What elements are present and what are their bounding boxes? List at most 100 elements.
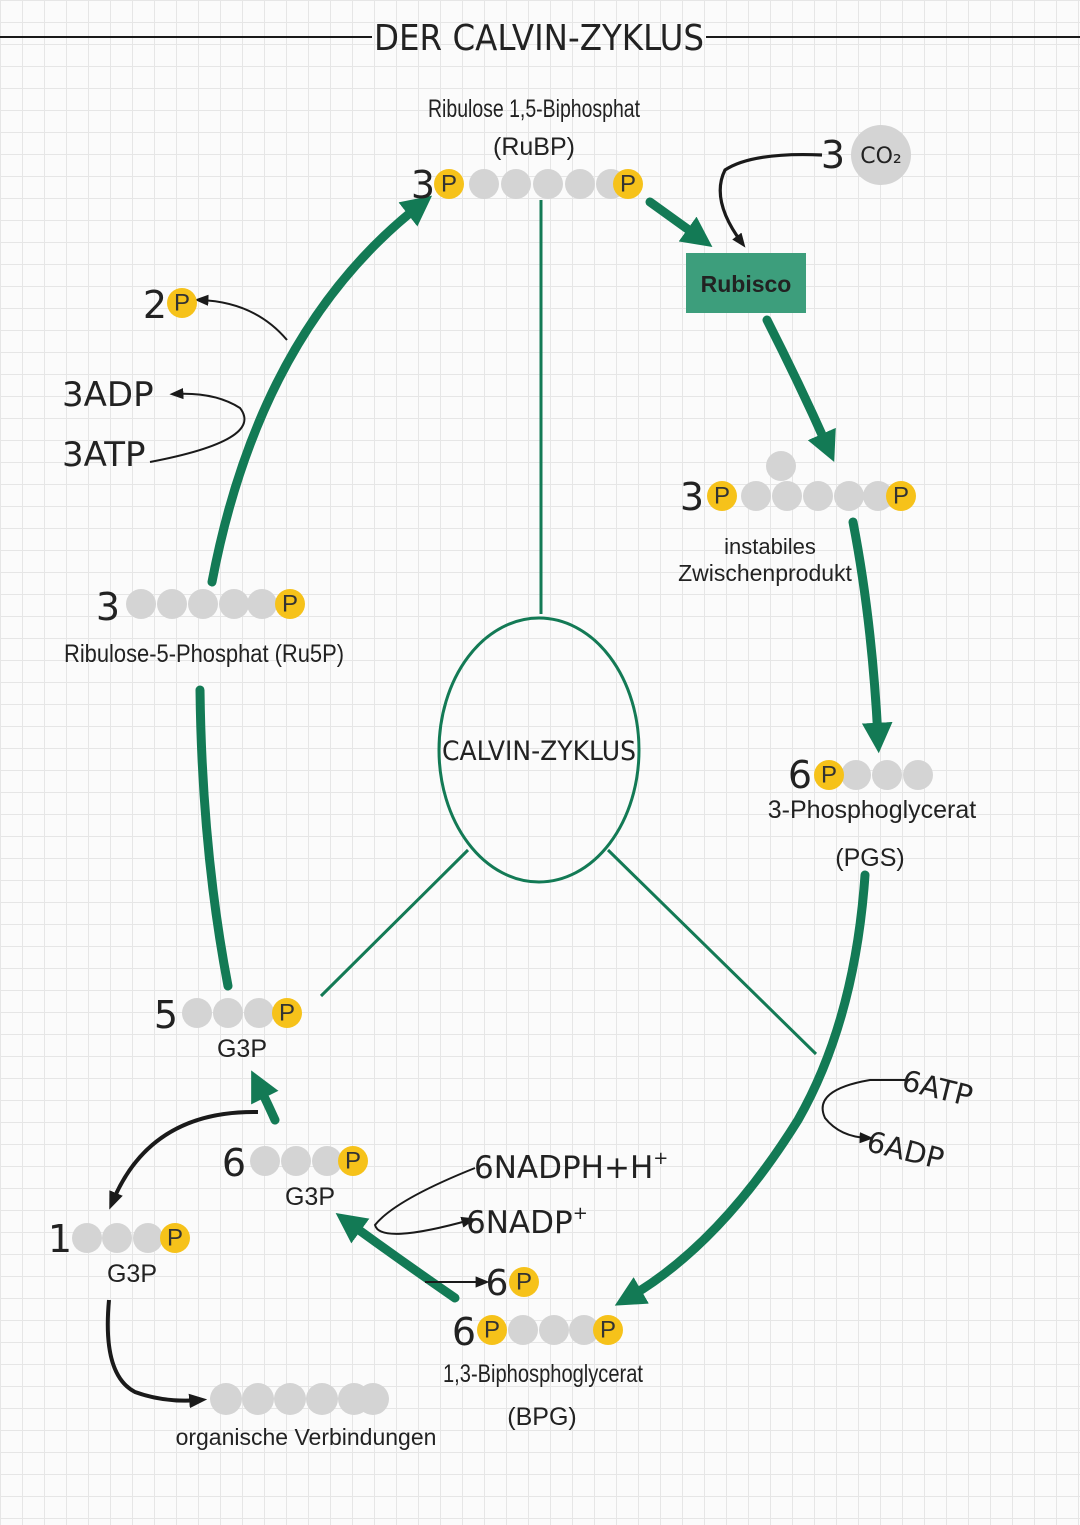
phosphate-label: P	[279, 1000, 295, 1027]
phosphate-circle	[434, 169, 464, 199]
atp-right-label: 6ATP	[899, 1063, 976, 1113]
arrow-g3p-six-to-five	[251, 1070, 280, 1125]
phosphate-label: P	[345, 1148, 361, 1175]
center-ellipse	[437, 616, 641, 884]
intermediate-name-line1: instabiles	[724, 534, 816, 559]
bpg-name: 1,3-Biphosphoglycerat	[443, 1360, 643, 1388]
atp-left-label: 3ATP	[62, 435, 146, 475]
carbon-atom	[210, 1383, 242, 1415]
g3p-one-count: 1	[48, 1217, 72, 1261]
carbon-atom	[766, 451, 796, 481]
organic-label: organische Verbindungen	[176, 1424, 437, 1450]
co2-molecule	[851, 125, 911, 185]
phosphate-circle	[593, 1315, 623, 1345]
bpg-count: 6	[452, 1310, 476, 1354]
phosphate-label: P	[167, 1225, 183, 1252]
carbon-atom	[72, 1223, 102, 1253]
pgs-molecule: P	[814, 760, 933, 790]
phosphate-label: P	[714, 483, 730, 510]
carbon-atom	[539, 1315, 569, 1345]
carbon-atom	[306, 1383, 338, 1415]
adp-left-label: 3ADP	[62, 375, 154, 415]
arrow-organic	[105, 1299, 208, 1409]
carbon-atom	[126, 589, 156, 619]
carbon-atom	[133, 1223, 163, 1253]
g3p-six-label: G3P	[285, 1183, 335, 1211]
rubp-count: 3	[411, 163, 435, 207]
phosphate-circle	[886, 481, 916, 511]
carbon-atom	[274, 1383, 306, 1415]
phosphate-label: P	[174, 290, 190, 317]
carbon-atom	[213, 998, 243, 1028]
phosphate-circle	[477, 1315, 507, 1345]
carbon-atom	[357, 1383, 389, 1415]
carbon-atom	[772, 481, 802, 511]
nadph-label: 6NADPH+H+	[474, 1148, 668, 1186]
ru5p-count: 3	[96, 585, 120, 629]
phosphate-label: P	[821, 762, 837, 789]
carbon-atom	[863, 481, 893, 511]
carbon-atom	[219, 589, 249, 619]
arrow-g3p-export	[109, 1109, 259, 1210]
phosphate-release-count: 6	[486, 1263, 509, 1304]
phosphate-label: P	[484, 1317, 500, 1344]
phosphate-circle	[167, 288, 197, 318]
ru5p-name: Ribulose-5-Phosphat (Ru5P)	[64, 640, 344, 668]
pgs-count: 6	[788, 753, 812, 797]
arrow-pgs-to-bpg	[614, 870, 870, 1306]
arrow-intermediate-to-pgs	[848, 517, 893, 754]
carbon-atom	[188, 589, 218, 619]
page-title: DER CALVIN-ZYKLUS	[374, 18, 704, 59]
carbon-atom	[533, 169, 563, 199]
g3p-six-molecule: P	[250, 1146, 368, 1176]
rubp-abbr: (RuBP)	[493, 133, 575, 161]
center-label: CALVIN-ZYKLUS	[442, 736, 636, 767]
phosphate-label: P	[516, 1269, 532, 1296]
carbon-atom	[803, 481, 833, 511]
carbon-atom	[834, 481, 864, 511]
bpg-molecule: P P	[477, 1315, 623, 1345]
carbon-atom	[841, 760, 871, 790]
carbon-atom	[250, 1146, 280, 1176]
phosphate-circle	[613, 169, 643, 199]
carbon-atom	[903, 760, 933, 790]
ru5p-molecule: P	[126, 589, 305, 619]
g3p-five-label: G3P	[217, 1035, 267, 1063]
organic-molecule	[210, 1383, 389, 1415]
phosphate-label: P	[600, 1317, 616, 1344]
adp-right-label: 6ADP	[863, 1124, 947, 1176]
phosphate-circle	[707, 481, 737, 511]
phosphate-circle	[272, 998, 302, 1028]
carbon-atom	[281, 1146, 311, 1176]
carbon-atom	[872, 760, 902, 790]
bpg-abbr: (BPG)	[507, 1403, 576, 1431]
phosphate-label: P	[441, 171, 457, 198]
carbon-atom	[244, 998, 274, 1028]
carbon-atom	[565, 169, 595, 199]
phosphate-left-molecule: P	[167, 288, 197, 318]
g3p-six-count: 6	[222, 1141, 246, 1185]
carbon-atom	[508, 1315, 538, 1345]
arrow-atp-right	[821, 1079, 910, 1144]
carbon-atom	[469, 169, 499, 199]
carbon-atom	[157, 589, 187, 619]
co2-label: CO₂	[860, 144, 902, 169]
phosphate-circle	[160, 1223, 190, 1253]
line-g3p-to-ru5p	[195, 685, 233, 991]
arrow-bpg-to-g3p	[335, 1212, 460, 1303]
carbon-atom	[741, 481, 771, 511]
intermediate-count: 3	[680, 475, 704, 519]
pgs-abbr: (PGS)	[835, 844, 904, 872]
arrow-nadph	[373, 1167, 476, 1235]
g3p-five-count: 5	[154, 993, 178, 1037]
arrow-co2-in	[718, 153, 823, 248]
carbon-atom	[501, 169, 531, 199]
carbon-atom	[247, 589, 277, 619]
arrow-ru5p-to-rubp	[207, 195, 433, 587]
carbon-atom	[242, 1383, 274, 1415]
phosphate-label: P	[282, 591, 298, 618]
phosphate-label: P	[620, 171, 636, 198]
co2-count: 3	[821, 133, 845, 177]
carbon-atom	[102, 1223, 132, 1253]
